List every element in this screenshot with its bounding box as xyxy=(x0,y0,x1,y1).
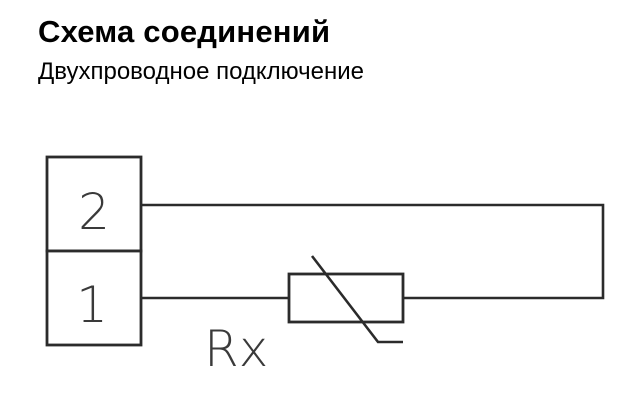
page-title: Схема соединений xyxy=(38,14,331,49)
variable-arrow-icon xyxy=(310,255,403,344)
terminal-block: 2 1 xyxy=(45,155,143,347)
resistor-body xyxy=(287,272,405,324)
wire-terminal-2 xyxy=(141,203,605,300)
page-subtitle: Двухпроводное подключение xyxy=(38,58,365,85)
resistor-label: Rx xyxy=(204,320,268,378)
variable-resistor xyxy=(287,255,405,344)
terminal-1-label: 1 xyxy=(76,276,108,334)
terminal-2-label: 2 xyxy=(78,183,110,241)
